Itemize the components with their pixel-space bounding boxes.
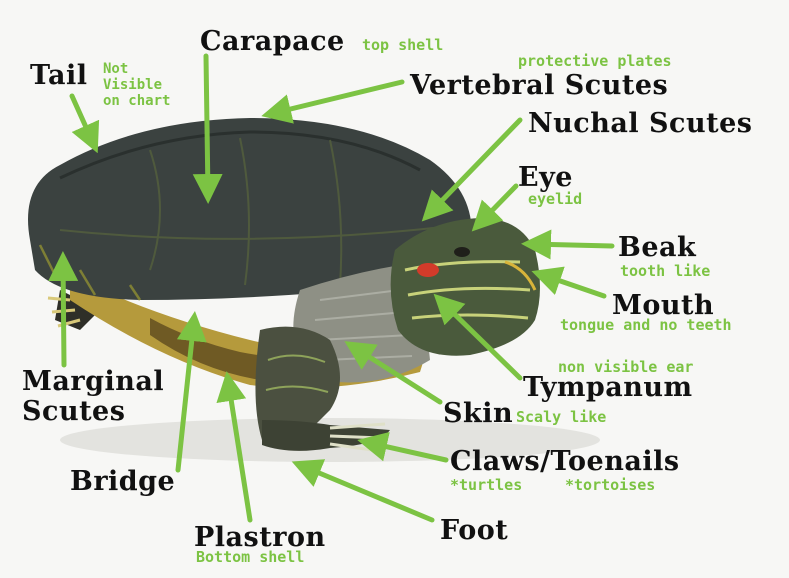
label-nuchal-scutes: Nuchal Scutes bbox=[528, 110, 752, 137]
note-carapace: top shell bbox=[362, 38, 443, 54]
note-plastron: Bottom shell bbox=[196, 550, 304, 566]
mouth-arrow bbox=[540, 274, 604, 296]
eye-shape bbox=[454, 247, 470, 257]
beak-arrow bbox=[530, 244, 612, 246]
label-beak: Beak bbox=[618, 234, 696, 261]
nuchal-arrow bbox=[428, 120, 520, 215]
note-skin: Scaly like bbox=[516, 410, 606, 426]
label-marginal-1: Marginal bbox=[22, 368, 164, 395]
head-shape bbox=[391, 218, 540, 356]
note-vertebral: protective plates bbox=[518, 54, 672, 70]
marginal-arrow bbox=[63, 260, 64, 365]
eye-arrow bbox=[478, 186, 516, 225]
red-ear-stripe bbox=[417, 263, 439, 277]
label-marginal-2: Scutes bbox=[22, 398, 125, 425]
label-plastron: Plastron bbox=[194, 524, 326, 551]
note-tail-1: Not bbox=[103, 62, 128, 77]
note-beak: tooth like bbox=[620, 264, 710, 280]
label-eye: Eye bbox=[518, 164, 573, 191]
label-carapace: Carapace bbox=[200, 28, 345, 55]
label-bridge: Bridge bbox=[70, 468, 175, 495]
label-tail: Tail bbox=[30, 62, 88, 89]
carapace-arrow bbox=[206, 56, 208, 195]
note-claws-2: *tortoises bbox=[565, 478, 655, 494]
foot-arrow bbox=[300, 465, 432, 520]
label-claws: Claws/Toenails bbox=[450, 448, 680, 475]
tail-arrow bbox=[72, 96, 94, 145]
note-tail-2: Visible bbox=[103, 78, 162, 93]
note-claws-1: *turtles bbox=[450, 478, 522, 494]
label-skin: Skin bbox=[443, 400, 513, 427]
note-eye: eyelid bbox=[528, 192, 582, 208]
label-vertebral-scutes: Vertebral Scutes bbox=[410, 72, 668, 99]
note-tail-3: on chart bbox=[103, 94, 170, 109]
label-mouth: Mouth bbox=[612, 292, 714, 319]
note-mouth: tongue and no teeth bbox=[560, 318, 732, 334]
label-foot: Foot bbox=[440, 517, 508, 544]
label-tympanum: Tympanum bbox=[523, 374, 693, 401]
vertebral-arrow bbox=[270, 82, 402, 114]
